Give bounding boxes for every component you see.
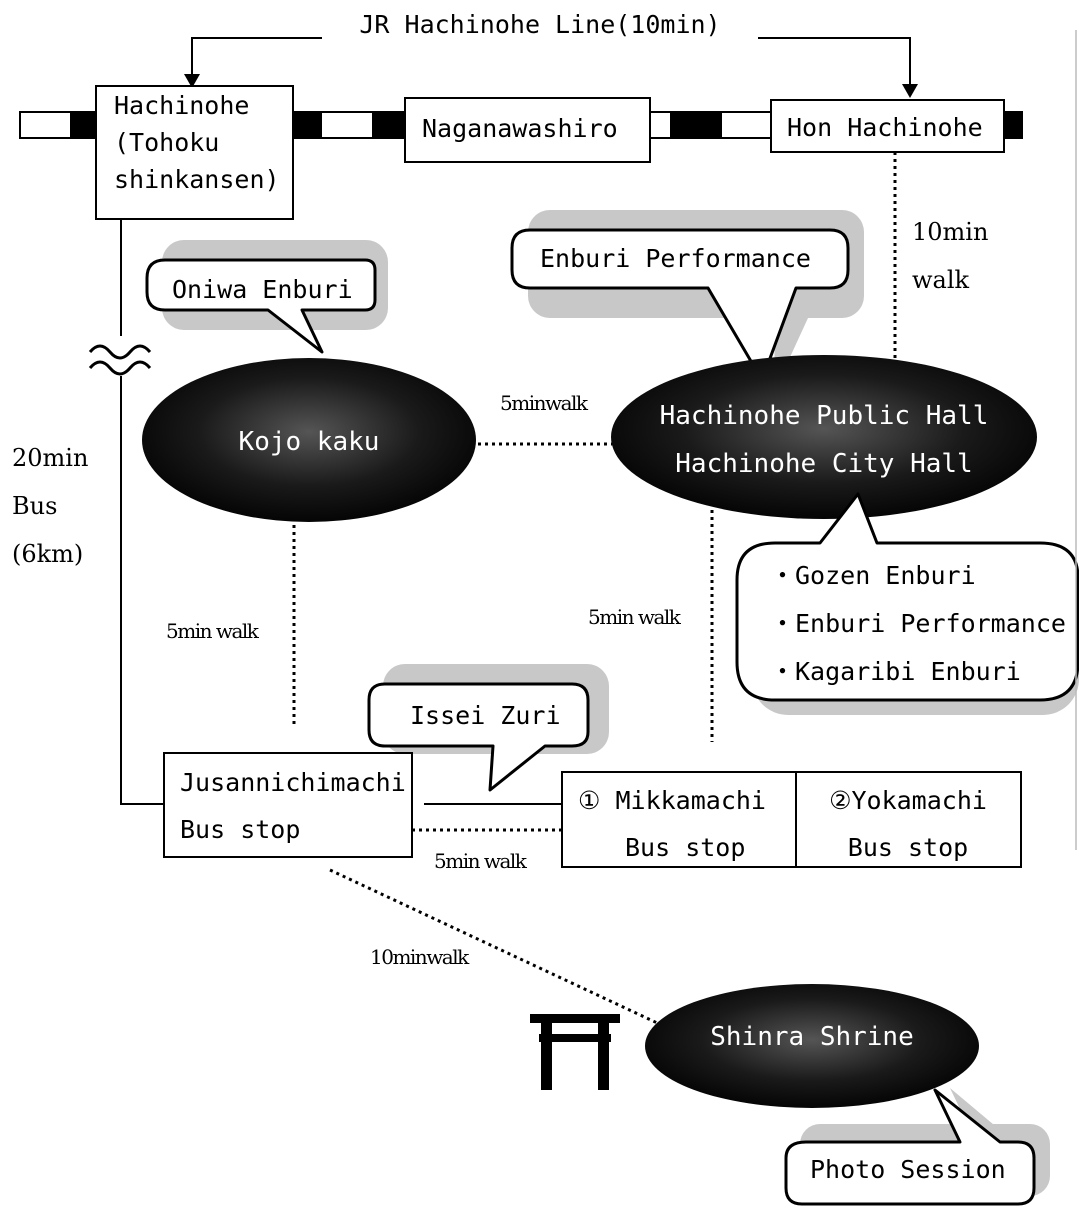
bus-stop-mikkamachi-label: ① Mikkamachi xyxy=(578,786,766,815)
walk-label-bus-shrine: 10minwalk xyxy=(370,945,470,969)
bus-time-label: 20min xyxy=(12,444,88,472)
bus-mode-label: Bus xyxy=(12,492,57,520)
venue-kojo-kaku-label: Kojo kaku xyxy=(239,427,380,457)
route-break-mask xyxy=(100,336,144,376)
bus-stop-yokamachi-label: ②Yokamachi xyxy=(829,786,987,815)
venue-kojo-kaku[interactable]: Kojo kaku xyxy=(142,358,476,522)
station-hachinohe-label: Hachinohe xyxy=(114,91,249,120)
callout-oniwa-enburi: Oniwa Enburi xyxy=(145,240,388,354)
callout-enburi-performance: Enburi Performance xyxy=(510,210,864,392)
walk-label-kojo-bus: 5min walk xyxy=(166,619,260,643)
line-title: JR Hachinohe Line(10min) xyxy=(359,10,720,39)
walk-label-hall-bus: 5min walk xyxy=(588,605,682,629)
station-naganawashiro[interactable]: Naganawashiro xyxy=(404,97,651,163)
callout-oniwa-text: Oniwa Enburi xyxy=(172,275,353,304)
callout-enburi-performance-text: Enburi Performance xyxy=(540,244,811,273)
callout-hall-events: ・Gozen Enburi ・Enburi Performance ・Kagar… xyxy=(735,492,1079,715)
walk-label-bus-bus: 5min walk xyxy=(434,849,528,873)
bus-stop-yokamachi[interactable]: ②Yokamachi Bus stop xyxy=(795,771,1022,868)
hall-event-gozen: ・Gozen Enburi xyxy=(770,561,976,590)
bus-stop-jusannichimachi-sub: Bus stop xyxy=(180,815,300,844)
station-hachinohe[interactable]: Hachinohe (Tohoku shinkansen) xyxy=(95,85,294,220)
bus-stop-jusannichimachi-label: Jusannichimachi xyxy=(180,768,406,797)
arrow-left-icon xyxy=(184,74,200,88)
bus-distance-label: (6km) xyxy=(12,540,83,568)
bus-route-line xyxy=(120,219,164,805)
venue-public-hall-label: Hachinohe Public Hall xyxy=(660,401,989,431)
venue-city-hall-label: Hachinohe City Hall xyxy=(675,449,972,479)
walk-label-kojo-hall: 5minwalk xyxy=(500,391,589,415)
callout-photo-session: Photo Session xyxy=(784,1088,1050,1206)
hall-event-performance: ・Enburi Performance xyxy=(770,609,1066,638)
arrow-right-icon xyxy=(902,84,918,98)
bus-stop-jusannichimachi[interactable]: Jusannichimachi Bus stop xyxy=(163,752,413,858)
callout-issei-zuri: Issei Zuri xyxy=(367,664,609,792)
station-hon-hachinohe-label: Hon Hachinohe xyxy=(787,113,983,142)
bus-stop-yokamachi-sub: Bus stop xyxy=(848,833,968,862)
station-hachinohe-line2: (Tohoku xyxy=(114,128,219,157)
hall-event-kagaribi: ・Kagaribi Enburi xyxy=(770,657,1021,686)
bus-stop-mikkamachi[interactable]: ① Mikkamachi Bus stop xyxy=(561,771,797,868)
distance-break-icon xyxy=(88,344,152,376)
station-naganawashiro-label: Naganawashiro xyxy=(422,114,618,143)
venue-public-hall[interactable]: Hachinohe Public Hall Hachinohe City Hal… xyxy=(611,355,1037,519)
arrow-left-line xyxy=(191,37,322,80)
callout-issei-zuri-text: Issei Zuri xyxy=(410,701,561,730)
station-hon-hachinohe[interactable]: Hon Hachinohe xyxy=(770,99,1005,153)
bus-stop-mikkamachi-sub: Bus stop xyxy=(625,833,745,862)
venue-shinra-shrine[interactable]: Shinra Shrine xyxy=(645,984,979,1108)
shrine-torii-icon xyxy=(530,1014,620,1090)
callout-photo-session-text: Photo Session xyxy=(810,1155,1006,1184)
walk-label-hon-hachinohe-unit: walk xyxy=(912,266,970,294)
station-hachinohe-line3: shinkansen) xyxy=(114,165,280,194)
arrow-right-line xyxy=(758,37,911,90)
walk-label-hon-hachinohe: 10min xyxy=(912,218,988,246)
venue-shinra-shrine-label: Shinra Shrine xyxy=(710,1022,914,1052)
